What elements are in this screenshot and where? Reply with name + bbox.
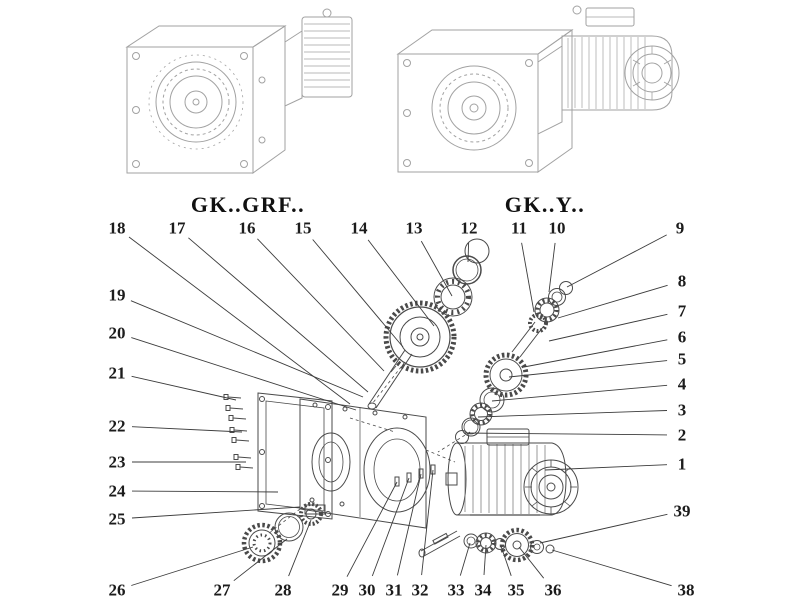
callout-27: 27 [213, 580, 231, 600]
leader-line-33 [459, 542, 471, 576]
leader-line-18 [128, 236, 351, 405]
leader-line-1 [544, 464, 668, 471]
leader-line-25 [131, 506, 301, 519]
callout-24: 24 [108, 481, 126, 501]
leader-lines [128, 234, 672, 587]
leader-line-38 [551, 549, 672, 587]
electric-motor [445, 428, 579, 516]
callout-18: 18 [108, 218, 126, 238]
leader-line-7 [548, 313, 668, 342]
leader-line-28 [288, 519, 312, 577]
variant-label-gkgrf: GK..GRF.. [190, 192, 306, 217]
leader-line-20 [131, 337, 357, 411]
flange-plate [257, 392, 333, 520]
flange-screws [223, 394, 254, 470]
callout-17: 17 [168, 218, 186, 238]
lower-left-bearing-set [241, 502, 323, 564]
callout-9: 9 [675, 218, 685, 238]
callout-6: 6 [677, 327, 687, 347]
variant-label-gky: GK..Y.. [504, 192, 586, 217]
leader-line-21 [131, 375, 237, 401]
leader-line-39 [539, 513, 668, 544]
callout-3: 3 [677, 400, 687, 420]
callout-31: 31 [385, 580, 403, 600]
callout-34: 34 [474, 580, 492, 600]
callout-36: 36 [544, 580, 562, 600]
leader-line-34 [483, 544, 487, 576]
callout-7: 7 [677, 301, 687, 321]
leader-line-19 [130, 300, 364, 398]
leader-line-26 [131, 546, 254, 586]
callout-33: 33 [447, 580, 465, 600]
callout-15: 15 [294, 218, 312, 238]
gky-assembly-drawing [396, 5, 680, 173]
callout-23: 23 [108, 452, 126, 472]
callout-32: 32 [411, 580, 429, 600]
callout-35: 35 [507, 580, 525, 600]
callout-5: 5 [677, 349, 687, 369]
callout-22: 22 [108, 416, 126, 436]
leader-line-16 [257, 238, 385, 372]
callout-16: 16 [238, 218, 256, 238]
callout-12: 12 [460, 218, 478, 238]
leader-line-10 [548, 242, 556, 293]
callout-13: 13 [405, 218, 423, 238]
leader-line-11 [521, 242, 535, 313]
leader-line-13 [420, 240, 453, 297]
leader-line-5 [508, 360, 668, 378]
countershaft-parts [418, 527, 555, 563]
callout-39: 39 [673, 501, 691, 521]
leader-line-29 [346, 481, 398, 577]
leader-line-22 [131, 426, 243, 433]
alignment-lines [267, 361, 471, 535]
housing-bolts [394, 464, 436, 487]
leader-line-24 [131, 490, 279, 493]
callout-20: 20 [108, 323, 126, 343]
callout-11: 11 [510, 218, 528, 238]
callout-10: 10 [548, 218, 566, 238]
callout-38: 38 [677, 580, 695, 600]
output-gear-and-shaft [367, 300, 457, 410]
leader-line-14 [367, 239, 435, 327]
leader-line-31 [396, 473, 422, 576]
leader-line-30 [371, 477, 410, 577]
leader-line-15 [312, 239, 404, 348]
callout-19: 19 [108, 285, 126, 305]
gearbox-housing [299, 398, 431, 529]
leader-line-9 [566, 234, 667, 288]
leader-line-8 [557, 284, 668, 319]
exploded-parts-drawing [223, 238, 579, 564]
leader-line-3 [477, 410, 668, 418]
callout-28: 28 [274, 580, 292, 600]
callout-30: 30 [358, 580, 376, 600]
leader-line-4 [491, 384, 668, 402]
callout-25: 25 [108, 509, 126, 529]
callout-21: 21 [108, 363, 126, 383]
callout-26: 26 [108, 580, 126, 600]
leader-line-6 [523, 339, 668, 368]
leader-line-32 [421, 469, 434, 576]
leader-line-27 [233, 538, 288, 582]
leader-line-35 [500, 545, 512, 576]
input-pinion-set [455, 281, 573, 444]
leader-line-17 [188, 237, 369, 393]
callout-2: 2 [677, 425, 687, 445]
callout-8: 8 [677, 271, 687, 291]
leader-line-12 [467, 242, 470, 263]
callout-14: 14 [350, 218, 368, 238]
leader-line-36 [518, 546, 545, 579]
callout-4: 4 [677, 374, 687, 394]
gkgrf-assembly-drawing [125, 8, 353, 174]
leader-line-2 [463, 432, 668, 436]
callout-1: 1 [677, 454, 687, 474]
gear-bearing-and-rings [433, 238, 490, 317]
callout-29: 29 [331, 580, 349, 600]
